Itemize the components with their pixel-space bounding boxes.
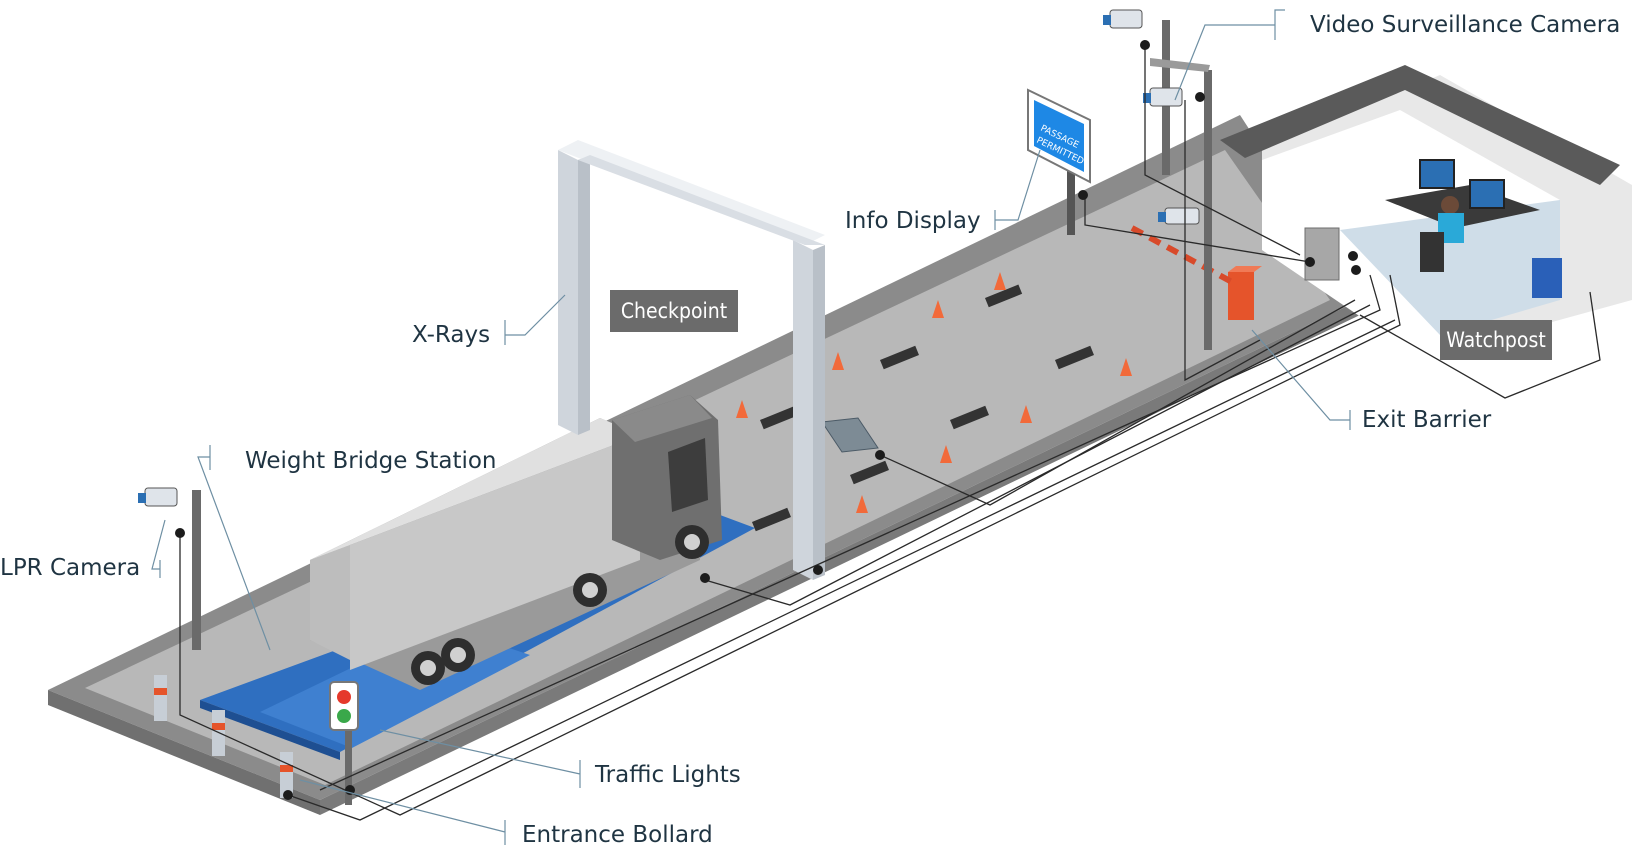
cone-group xyxy=(736,272,1132,513)
speed-bump-icon xyxy=(760,405,799,430)
speed-bump-icon xyxy=(950,405,989,430)
label-exit-barrier: Exit Barrier xyxy=(1362,407,1492,433)
speed-bump-icon xyxy=(1055,345,1094,370)
speed-bump-icon xyxy=(984,284,1023,308)
label-weight-bridge-station: Weight Bridge Station xyxy=(245,448,497,474)
traffic-cone-icon xyxy=(856,495,868,513)
x-ray-gantry xyxy=(558,140,825,580)
callout-lines xyxy=(151,9,1351,845)
traffic-light-icon xyxy=(329,681,359,805)
traffic-cone-icon xyxy=(932,300,944,318)
cctv-camera-icon xyxy=(1143,87,1183,107)
speed-bump-icon xyxy=(752,507,791,532)
checkpoint-tag-text: Checkpoint xyxy=(621,299,727,323)
label-info-display: Info Display xyxy=(845,208,981,234)
cctv-camera-icon xyxy=(1103,9,1143,29)
traffic-cone-icon xyxy=(994,272,1006,290)
surveillance-pole xyxy=(1103,9,1212,350)
watchpost-tag: Watchpost xyxy=(1440,320,1552,360)
bollard-icon xyxy=(154,675,167,721)
traffic-cone-icon xyxy=(832,352,844,370)
traffic-cone-icon xyxy=(1120,358,1132,376)
label-traffic-lights: Traffic Lights xyxy=(594,762,741,788)
lpr-pole xyxy=(138,487,201,650)
truck xyxy=(310,395,722,690)
speed-bump-icon xyxy=(849,460,889,485)
traffic-cone-icon xyxy=(1020,405,1032,423)
cctv-camera-icon xyxy=(1158,207,1200,225)
speed-bump-group xyxy=(752,284,1094,532)
checkpoint-tag: Checkpoint xyxy=(610,290,738,332)
label-lpr-camera: LPR Camera xyxy=(0,555,140,581)
label-video-surveillance-camera: Video Surveillance Camera xyxy=(1310,12,1620,38)
watchpost-building xyxy=(1220,65,1632,335)
label-x-rays: X-Rays xyxy=(412,322,490,348)
cctv-camera-icon xyxy=(138,487,178,507)
watchpost-tag-text: Watchpost xyxy=(1446,328,1545,352)
wiring xyxy=(175,40,1601,821)
label-entrance-bollard: Entrance Bollard xyxy=(522,822,713,848)
traffic-cone-icon xyxy=(736,400,748,418)
exit-barrier xyxy=(1130,225,1262,320)
bollard-icon xyxy=(280,752,293,798)
speed-bump-icon xyxy=(880,345,919,370)
floor-sensor xyxy=(821,417,879,453)
bollard-group xyxy=(154,675,293,798)
traffic-cone-icon xyxy=(940,445,952,463)
info-display: PASSAGE PERMITTED xyxy=(1027,88,1091,235)
